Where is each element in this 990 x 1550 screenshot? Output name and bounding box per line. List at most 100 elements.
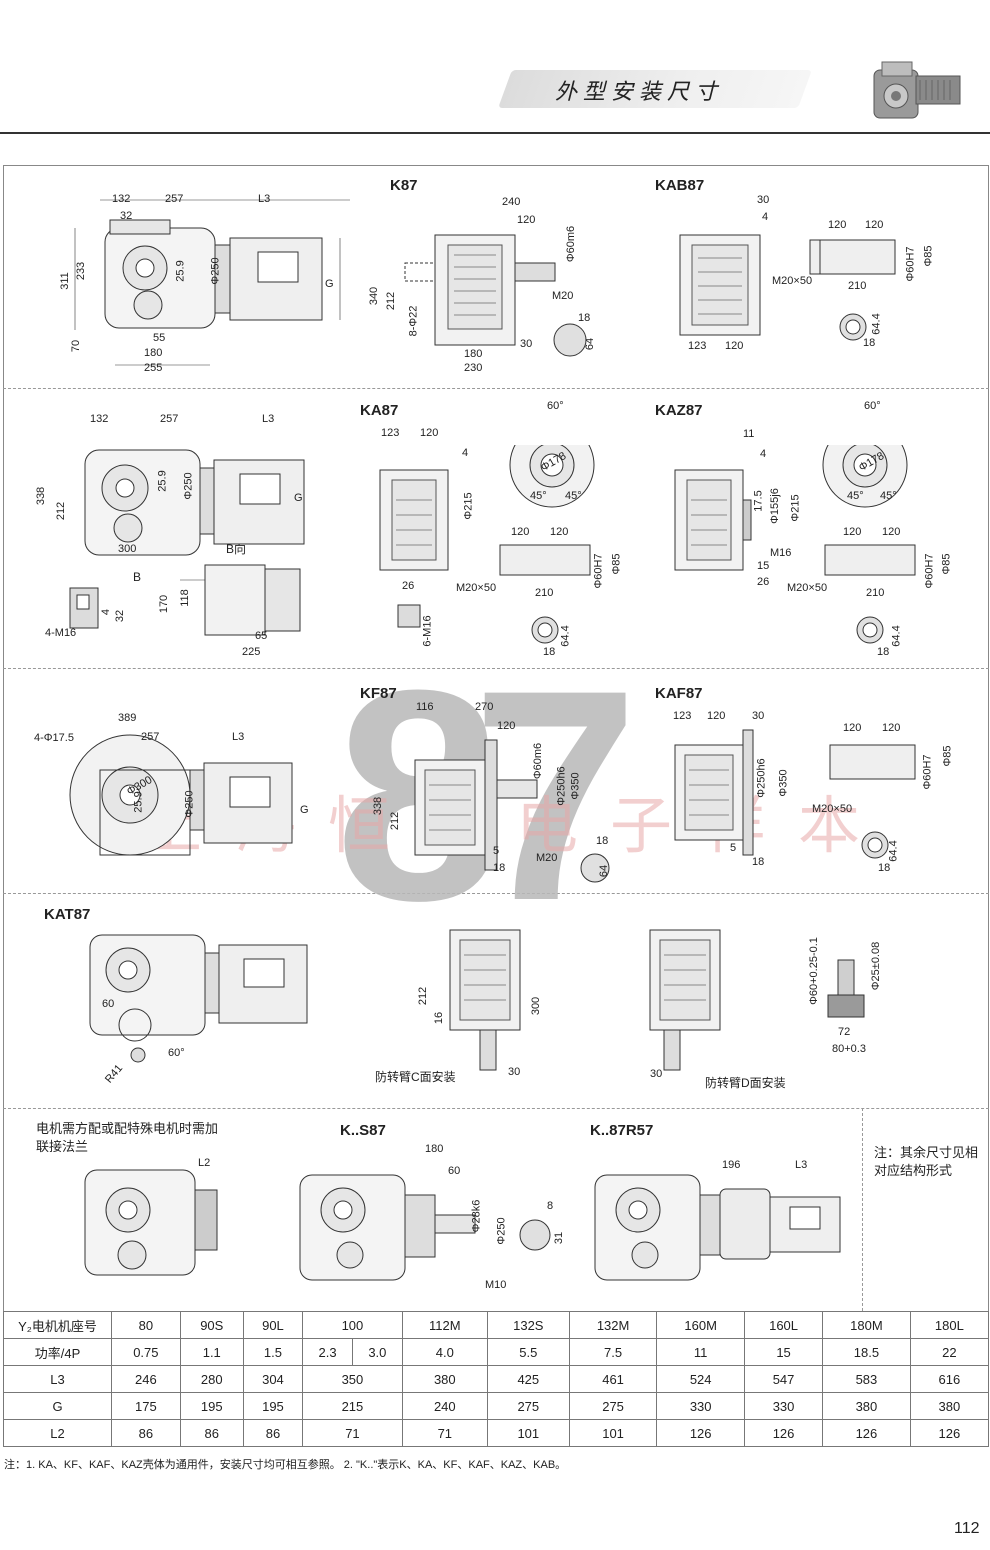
label-kf87: KF87 bbox=[360, 685, 397, 702]
drawing-ka87-front bbox=[370, 445, 630, 645]
notes-divider bbox=[862, 1108, 863, 1311]
drawing-ka87-b-view bbox=[170, 555, 310, 655]
drawing-kf87-front bbox=[395, 720, 625, 885]
row-header: L3 bbox=[3, 1365, 112, 1393]
dim-label: Φ60m6 bbox=[532, 742, 545, 780]
row-header: 功率/4P bbox=[3, 1338, 112, 1366]
dim-label: 64.4 bbox=[890, 625, 903, 647]
section-divider bbox=[3, 668, 989, 669]
table-cell: 380 bbox=[822, 1392, 911, 1420]
dim-label: 18 bbox=[596, 835, 609, 847]
dim-label: 123 bbox=[688, 340, 707, 352]
dim-label: 25.9 bbox=[156, 470, 169, 492]
header-rule bbox=[0, 132, 990, 134]
dim-label: L3 bbox=[262, 413, 275, 425]
table-row: L2 86 86 86 71 71 101 101 126 126 126 12… bbox=[3, 1419, 990, 1447]
label-kat87: KAT87 bbox=[44, 906, 91, 923]
product-thumbnail bbox=[868, 56, 968, 133]
table-cell: 1.1 bbox=[179, 1338, 244, 1366]
dim-label: G bbox=[300, 804, 309, 816]
dim-label: 4 bbox=[462, 447, 469, 459]
dim-label: L3 bbox=[258, 193, 271, 205]
dim-label: Φ215 bbox=[462, 492, 475, 520]
drawing-ks87 bbox=[295, 1165, 575, 1285]
dim-label: Φ250 bbox=[209, 257, 222, 285]
dim-label: 45° bbox=[880, 490, 897, 502]
dim-label: 120 bbox=[707, 710, 726, 722]
dim-label: 18 bbox=[878, 862, 891, 874]
dim-label: 26 bbox=[757, 576, 770, 588]
label-b-mark: B bbox=[133, 570, 142, 584]
table-cell: 275 bbox=[486, 1392, 570, 1420]
dim-label: 18 bbox=[543, 646, 556, 658]
table-cell: 7.5 bbox=[568, 1338, 658, 1366]
table-cell: 0.75 bbox=[111, 1338, 181, 1366]
dim-label: 123 bbox=[381, 427, 400, 439]
dim-label: 60° bbox=[168, 1047, 185, 1059]
drawing-kat87-c bbox=[440, 925, 550, 1075]
dim-label: 11 bbox=[743, 428, 755, 440]
dim-label: 64 bbox=[598, 864, 611, 878]
dim-label: 180 bbox=[144, 347, 163, 359]
dim-label: 132 bbox=[90, 413, 109, 425]
dim-label: 31 bbox=[553, 1231, 566, 1245]
table-cell: 112M bbox=[401, 1311, 488, 1339]
dim-label: 30 bbox=[650, 1068, 663, 1080]
dim-label: 45° bbox=[530, 490, 547, 502]
dim-label: 116 bbox=[416, 701, 434, 713]
table-cell: 132M bbox=[568, 1311, 658, 1339]
dim-label: 32 bbox=[120, 210, 133, 222]
dim-label: M20×50 bbox=[772, 275, 813, 287]
dim-label: Φ85 bbox=[610, 553, 623, 575]
dim-label: 18 bbox=[752, 856, 765, 868]
dim-label: 120 bbox=[882, 526, 901, 538]
table-cell: 280 bbox=[179, 1365, 244, 1393]
drawing-kaf87 bbox=[665, 720, 955, 870]
dim-label: 270 bbox=[475, 701, 494, 713]
table-cell: 86 bbox=[242, 1419, 304, 1447]
table-cell: 101 bbox=[486, 1419, 570, 1447]
dim-label: 16 bbox=[433, 1011, 446, 1025]
table-cell: 350 bbox=[302, 1365, 403, 1393]
label-kaf87: KAF87 bbox=[655, 685, 703, 702]
table-cell: 275 bbox=[568, 1392, 658, 1420]
table-cell: 330 bbox=[743, 1392, 824, 1420]
dim-label: M10 bbox=[485, 1279, 507, 1291]
dim-label: M20×50 bbox=[787, 582, 828, 594]
table-cell: 22 bbox=[909, 1338, 990, 1366]
dim-label: Φ350 bbox=[777, 769, 790, 797]
dim-label: 212 bbox=[417, 986, 430, 1006]
dim-label: 6-M16 bbox=[421, 615, 434, 647]
dim-label: G bbox=[325, 278, 334, 290]
dim-label: 8 bbox=[547, 1200, 554, 1212]
dim-label: 212 bbox=[385, 291, 398, 311]
dim-label: 120 bbox=[725, 340, 744, 352]
dim-label: 120 bbox=[828, 219, 847, 231]
dim-label: 30 bbox=[757, 194, 770, 206]
table-cell: 195 bbox=[179, 1392, 244, 1420]
table-cell: 195 bbox=[242, 1392, 304, 1420]
dim-label: 338 bbox=[372, 796, 385, 816]
table-cell: 71 bbox=[401, 1419, 488, 1447]
table-cell: 240 bbox=[401, 1392, 488, 1420]
dim-label: Φ250h6 bbox=[555, 766, 568, 806]
dim-label: 18 bbox=[493, 862, 506, 874]
dim-label: 80+0.3 bbox=[832, 1043, 866, 1055]
table-cell: 90S bbox=[179, 1311, 244, 1339]
dim-label: 55 bbox=[153, 332, 166, 344]
other-note: 注：其余尺寸见相对应结构形式 bbox=[874, 1145, 979, 1178]
table-cell: 330 bbox=[656, 1392, 745, 1420]
dim-label: 230 bbox=[464, 362, 483, 374]
dim-label: 25.9 bbox=[174, 260, 187, 282]
dim-label: 72 bbox=[838, 1026, 851, 1038]
dim-label: 4 bbox=[762, 211, 769, 223]
table-cell: 4.0 bbox=[401, 1338, 488, 1366]
dim-label: Φ60H7 bbox=[921, 754, 934, 790]
dim-label: 120 bbox=[843, 722, 862, 734]
dim-label: 233 bbox=[75, 261, 88, 281]
dim-label: 18 bbox=[578, 312, 591, 324]
dim-label: Φ85 bbox=[940, 553, 953, 575]
table-cell: 215 bbox=[302, 1392, 403, 1420]
label-kaz87: KAZ87 bbox=[655, 402, 703, 419]
dim-label: 120 bbox=[511, 526, 530, 538]
